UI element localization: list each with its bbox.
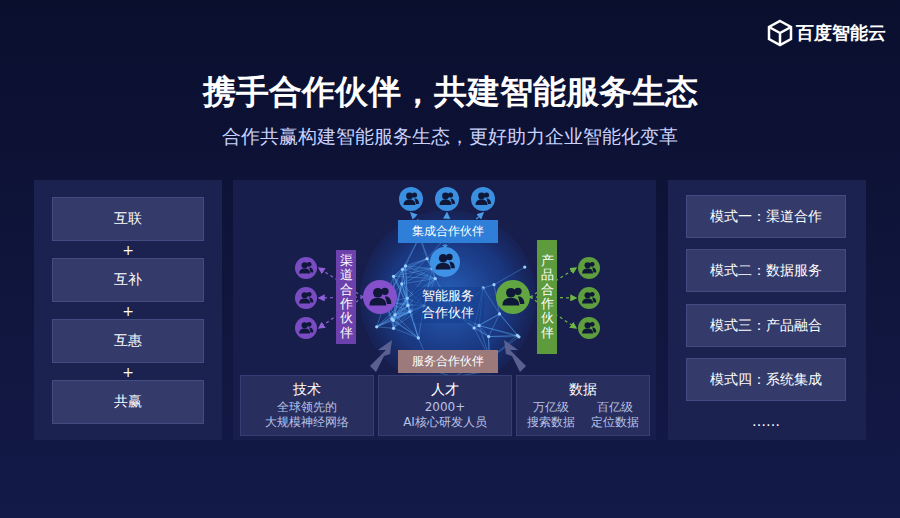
network-dot bbox=[425, 257, 428, 260]
band-box: 服务合作伙伴 bbox=[398, 350, 498, 373]
middle-panel bbox=[233, 180, 656, 440]
person-icon bbox=[435, 187, 459, 211]
vband-box: 渠道合作伙伴 bbox=[336, 250, 356, 344]
info-box: 技术全球领先的 大规模神经网络 bbox=[240, 375, 374, 436]
network-dot bbox=[393, 313, 396, 316]
node-title: 人才 bbox=[382, 381, 508, 399]
node-title: 智能服务 合作伙伴 bbox=[413, 287, 484, 323]
network-dot bbox=[417, 336, 420, 339]
network-dot bbox=[487, 335, 490, 338]
network-dot bbox=[517, 335, 520, 338]
node-title: 互惠 bbox=[114, 332, 142, 350]
network-dot bbox=[392, 275, 395, 278]
node-title: 产品合作伙伴 bbox=[541, 254, 554, 340]
info-box: 数据万亿级 搜索数据百亿级 定位数据 bbox=[516, 375, 650, 436]
node-title: 模式三：产品融合 bbox=[710, 317, 822, 335]
network-line bbox=[395, 305, 408, 314]
network-dot bbox=[492, 283, 495, 286]
network-dot bbox=[392, 327, 395, 330]
person-icon bbox=[578, 257, 600, 279]
person-icon bbox=[430, 247, 460, 277]
rbox-box: 模式二：数据服务 bbox=[686, 249, 846, 292]
node-title: 共赢 bbox=[114, 393, 142, 411]
rbox-box: 模式三：产品融合 bbox=[686, 304, 846, 347]
network-line bbox=[483, 285, 494, 288]
network-line bbox=[377, 315, 395, 327]
subtitle: 合作共赢构建智能服务生态，更好助力企业智能化变革 bbox=[222, 124, 678, 150]
network-line bbox=[406, 266, 408, 306]
logo-icon bbox=[769, 21, 791, 45]
node-title: 互补 bbox=[114, 271, 142, 289]
person-icon bbox=[363, 280, 397, 314]
network-line bbox=[500, 314, 519, 337]
person-icon bbox=[471, 187, 495, 211]
node-title: 模式一：渠道合作 bbox=[710, 208, 822, 226]
network-dot bbox=[392, 319, 395, 322]
network-line bbox=[402, 266, 406, 284]
logo-text: 百度智能云 bbox=[796, 21, 886, 45]
person-icon bbox=[295, 287, 317, 309]
node-body: 2000+ AI核心研发人员 bbox=[397, 400, 493, 430]
network-line bbox=[393, 320, 418, 338]
plus-sign: + bbox=[122, 242, 134, 258]
person-icon bbox=[578, 287, 600, 309]
network-dot bbox=[400, 282, 403, 285]
node-title: 互联 bbox=[114, 210, 142, 228]
lbox-box: 互联 bbox=[52, 197, 204, 241]
node-body: 百亿级 定位数据 bbox=[588, 400, 642, 430]
network-globe bbox=[360, 210, 536, 386]
center-box: 智能服务 合作伙伴 bbox=[400, 281, 496, 329]
up-arrows bbox=[370, 340, 526, 372]
network-dot bbox=[523, 266, 526, 269]
network-dot bbox=[434, 277, 437, 280]
node-title: 数据 bbox=[520, 381, 646, 399]
person-icon bbox=[295, 257, 317, 279]
lbox-box: 互补 bbox=[52, 258, 204, 302]
network-line bbox=[377, 327, 394, 328]
ellipsis: …… bbox=[752, 413, 780, 429]
plus-sign: + bbox=[122, 303, 134, 319]
node-title: 技术 bbox=[244, 381, 370, 399]
slide-title: 携手合作伙伴，共建智能服务生态 bbox=[203, 70, 698, 115]
person-icon bbox=[399, 187, 423, 211]
network-dot bbox=[375, 325, 378, 328]
node-title: 渠道合作伙伴 bbox=[340, 254, 353, 340]
band-box: 集成合作伙伴 bbox=[398, 220, 498, 243]
network-dot bbox=[472, 326, 475, 329]
right-panel bbox=[668, 180, 866, 440]
node-title: 模式四：系统集成 bbox=[710, 371, 822, 389]
person-icon bbox=[295, 317, 317, 339]
network-line bbox=[394, 328, 419, 338]
node-title: 服务合作伙伴 bbox=[412, 353, 484, 370]
node-body: 全球领先的 大规模神经网络 bbox=[259, 400, 355, 430]
info-box: 人才2000+ AI核心研发人员 bbox=[378, 375, 512, 436]
vband-box: 产品合作伙伴 bbox=[537, 240, 557, 354]
network-line bbox=[479, 326, 519, 337]
rbox-box: 模式四：系统集成 bbox=[686, 358, 846, 401]
lbox-box: 互惠 bbox=[52, 319, 204, 363]
network-line bbox=[394, 259, 427, 277]
node-title: 模式二：数据服务 bbox=[710, 262, 822, 280]
network-dot bbox=[498, 312, 501, 315]
network-line bbox=[489, 336, 519, 337]
plus-sign: + bbox=[122, 364, 134, 380]
node-body: 万亿级 搜索数据 bbox=[524, 400, 578, 430]
person-icon bbox=[578, 317, 600, 339]
lbox-box: 共赢 bbox=[52, 380, 204, 424]
network-dot bbox=[404, 264, 407, 267]
network-lines bbox=[375, 229, 526, 379]
network-line bbox=[394, 276, 402, 284]
person-icon bbox=[496, 280, 530, 314]
left-panel bbox=[34, 180, 222, 440]
rbox-box: 模式一：渠道合作 bbox=[686, 195, 846, 238]
node-title: 集成合作伙伴 bbox=[412, 223, 484, 240]
network-dot bbox=[406, 304, 409, 307]
